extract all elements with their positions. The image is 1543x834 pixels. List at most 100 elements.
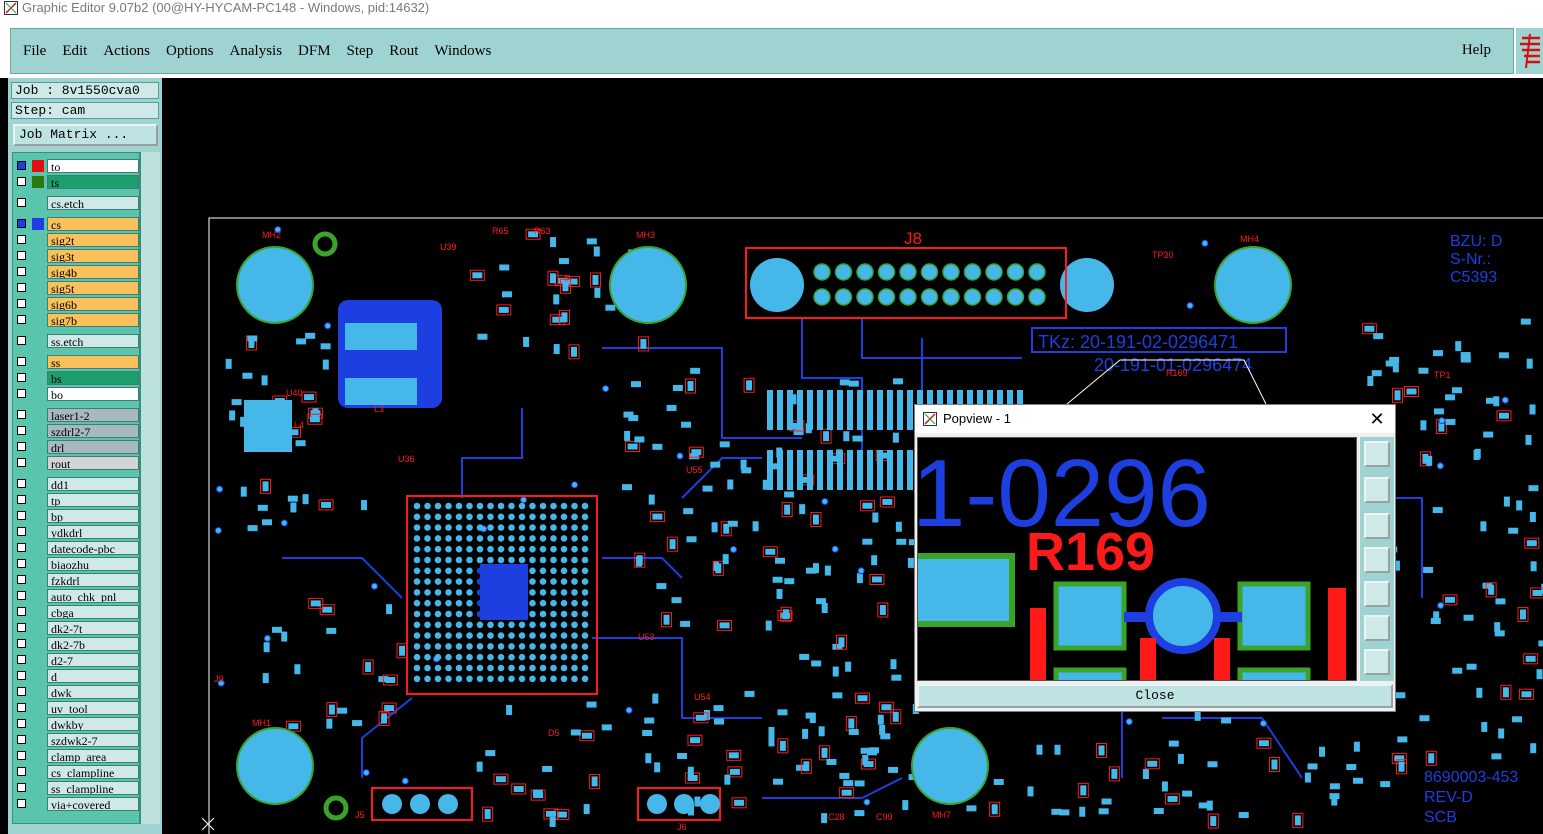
layer-row-sig2t[interactable]: sig2t [15,233,139,247]
layer-row-rout[interactable]: rout [15,456,139,470]
layer-name[interactable]: bs [47,371,139,385]
layer-row-d2-7[interactable]: d2-7 [15,653,139,667]
menu-windows[interactable]: Windows [434,42,492,59]
layer-row-dwkby[interactable]: dwkby [15,717,139,731]
layer-checkbox[interactable] [17,751,26,760]
layer-name[interactable]: cs.etch [47,196,139,210]
layer-name[interactable]: rout [47,456,139,470]
layer-color-swatch[interactable] [32,798,44,810]
layer-checkbox[interactable] [17,719,26,728]
layer-row-sig3t[interactable]: sig3t [15,249,139,263]
layer-name[interactable]: szdrl2-7 [47,424,139,438]
layer-checkbox[interactable] [17,357,26,366]
layer-color-swatch[interactable] [32,160,44,172]
layer-checkbox[interactable] [17,799,26,808]
pcb-board-view[interactable]: TKz: 20-191-02-0296471 20-191-01-0296474… [162,78,1543,834]
layer-name[interactable]: sig6b [47,297,139,311]
layer-checkbox[interactable] [17,410,26,419]
layer-color-swatch[interactable] [32,702,44,714]
layer-color-swatch[interactable] [32,606,44,618]
layer-row-fzkdrl[interactable]: fzkdrl [15,573,139,587]
pan-down-icon[interactable] [1364,513,1390,539]
menu-analysis[interactable]: Analysis [229,42,283,59]
layer-name[interactable]: sig3t [47,249,139,263]
layer-color-swatch[interactable] [32,234,44,246]
layer-row-biaozhu[interactable]: biaozhu [15,557,139,571]
layer-color-swatch[interactable] [32,425,44,437]
layer-color-swatch[interactable] [32,638,44,650]
layer-color-swatch[interactable] [32,372,44,384]
layer-color-swatch[interactable] [32,574,44,586]
layer-checkbox[interactable] [17,198,26,207]
layer-name[interactable]: bo [47,387,139,401]
layer-checkbox[interactable] [17,703,26,712]
layer-color-swatch[interactable] [32,494,44,506]
layer-name[interactable]: clamp_area [47,749,139,763]
layer-name[interactable]: cs [47,217,139,231]
layer-color-swatch[interactable] [32,250,44,262]
layer-checkbox[interactable] [17,299,26,308]
layer-checkbox[interactable] [17,655,26,664]
layer-row-via-covered[interactable]: via+covered [15,797,139,811]
layer-checkbox[interactable] [17,219,26,228]
layer-color-swatch[interactable] [32,314,44,326]
layer-checkbox[interactable] [17,267,26,276]
pan-up-icon[interactable] [1364,477,1390,503]
layer-row-sig5t[interactable]: sig5t [15,281,139,295]
layer-color-swatch[interactable] [32,197,44,209]
layer-color-swatch[interactable] [32,670,44,682]
layer-name[interactable]: tp [47,493,139,507]
layer-color-swatch[interactable] [32,542,44,554]
layer-checkbox[interactable] [17,458,26,467]
layer-name[interactable]: cs_clampline [47,765,139,779]
layer-color-swatch[interactable] [32,782,44,794]
layer-row-ss-clampline[interactable]: ss_clampline [15,781,139,795]
layer-row-cs-etch[interactable]: cs.etch [15,196,139,210]
layer-checkbox[interactable] [17,687,26,696]
menu-file[interactable]: File [23,42,47,59]
layer-name[interactable]: ydkdrl [47,525,139,539]
pan-left-icon[interactable] [1364,547,1390,573]
layer-checkbox[interactable] [17,639,26,648]
layer-checkbox[interactable] [17,671,26,680]
layer-name[interactable]: ss.etch [47,334,139,348]
layer-color-swatch[interactable] [32,388,44,400]
layer-checkbox[interactable] [17,591,26,600]
layer-name[interactable]: cbga [47,605,139,619]
layer-name[interactable]: to [47,159,139,173]
layer-checkbox[interactable] [17,426,26,435]
layer-row-datecode-pbc[interactable]: datecode-pbc [15,541,139,555]
layer-color-swatch[interactable] [32,622,44,634]
layer-checkbox[interactable] [17,783,26,792]
layer-color-swatch[interactable] [32,457,44,469]
layer-row-bo[interactable]: bo [15,387,139,401]
layer-checkbox[interactable] [17,479,26,488]
layer-row-auto-chk-pnl[interactable]: auto_chk_pnl [15,589,139,603]
layer-checkbox[interactable] [17,575,26,584]
layer-row-szdrl2-7[interactable]: szdrl2-7 [15,424,139,438]
layer-row-sig6b[interactable]: sig6b [15,297,139,311]
layer-checkbox[interactable] [17,283,26,292]
layer-checkbox[interactable] [17,511,26,520]
layer-name[interactable]: fzkdrl [47,573,139,587]
layer-color-swatch[interactable] [32,441,44,453]
menu-actions[interactable]: Actions [103,42,151,59]
popview-titlebar[interactable]: Popview - 1 ✕ [915,405,1395,433]
layer-row-sig4b[interactable]: sig4b [15,265,139,279]
layer-row-uv-tool[interactable]: uv_tool [15,701,139,715]
layer-name[interactable]: auto_chk_pnl [47,589,139,603]
layer-color-swatch[interactable] [32,356,44,368]
layer-color-swatch[interactable] [32,176,44,188]
layer-color-swatch[interactable] [32,734,44,746]
menu-options[interactable]: Options [166,42,214,59]
layer-color-swatch[interactable] [32,686,44,698]
layer-row-dwk[interactable]: dwk [15,685,139,699]
layer-row-ts[interactable]: ts [15,175,139,189]
layer-name[interactable]: sig5t [47,281,139,295]
layer-row-ss-etch[interactable]: ss.etch [15,334,139,348]
layer-color-swatch[interactable] [32,526,44,538]
layer-name[interactable]: datecode-pbc [47,541,139,555]
layer-row-dd1[interactable]: dd1 [15,477,139,491]
layer-row-tp[interactable]: tp [15,493,139,507]
layer-checkbox[interactable] [17,543,26,552]
